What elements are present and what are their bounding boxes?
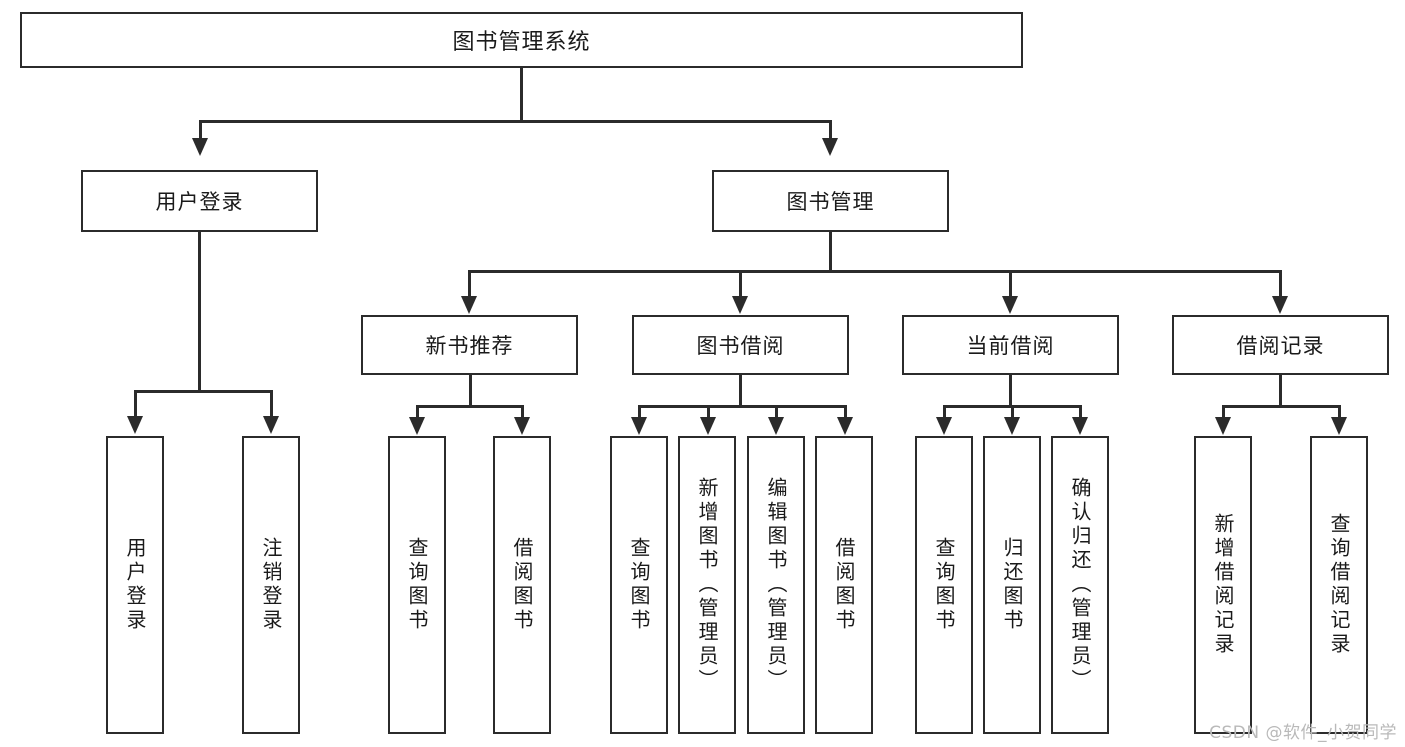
arrow-to-borrow-record [1272,296,1288,314]
connector-recommend-drop-1 [416,405,419,419]
connector-borrow-drop-3 [775,405,778,419]
node-label: 用户登录 [155,190,244,214]
arrow-to-current-borrow [1002,296,1018,314]
leaf-record-add-borrow-record[interactable]: 新增借阅记录 [1194,436,1252,734]
node-label: 查询图书 [627,537,651,633]
connector-bookmanage-drop-1 [468,270,471,296]
leaf-recommend-query-book[interactable]: 查询图书 [388,436,446,734]
arrow-to-leaf-user-login [127,416,143,434]
connector-bookmanage-drop-3 [1009,270,1012,296]
leaf-borrow-query-book[interactable]: 查询图书 [610,436,668,734]
node-label: 注销登录 [259,537,283,633]
arrow-to-leaf-logout [263,416,279,434]
node-user-login[interactable]: 用户登录 [81,170,318,232]
arrow-to-leaf-current-return [1004,417,1020,435]
node-label: 确认归还（管理员） [1068,477,1092,693]
leaf-borrow-edit-book-admin[interactable]: 编辑图书（管理员） [747,436,805,734]
connector-bookmanage-drop-2 [739,270,742,296]
connector-borrow-drop-2 [707,405,710,419]
node-book-borrow[interactable]: 图书借阅 [632,315,849,375]
connector-current-drop-2 [1011,405,1014,419]
node-label: 借阅图书 [510,537,534,633]
connector-borrow-stem [739,375,742,407]
arrow-to-leaf-recommend-borrow [514,417,530,435]
arrow-to-leaf-borrow-query [631,417,647,435]
leaf-borrow-borrow-book[interactable]: 借阅图书 [815,436,873,734]
connector-userlogin-bus [134,390,271,393]
connector-bookmanage-stem [829,232,832,272]
node-label: 图书管理系统 [452,30,591,55]
connector-record-bus [1222,405,1340,408]
csdn-watermark: CSDN @软件_小贺同学 [1209,723,1397,743]
leaf-record-query-borrow-record[interactable]: 查询借阅记录 [1310,436,1368,734]
node-label: 查询图书 [932,537,956,633]
connector-bookmanage-drop-4 [1279,270,1282,296]
arrow-to-book-manage [822,138,838,156]
arrow-to-user-login [192,138,208,156]
node-label: 查询图书 [405,537,429,633]
node-label: 查询借阅记录 [1327,513,1351,657]
node-new-book-recommend[interactable]: 新书推荐 [361,315,578,375]
connector-record-drop-1 [1222,405,1225,419]
arrow-to-leaf-recommend-query [409,417,425,435]
connector-record-stem [1279,375,1282,407]
node-label: 图书借阅 [696,334,785,358]
connector-borrow-drop-4 [844,405,847,419]
connector-record-drop-2 [1338,405,1341,419]
leaf-logout[interactable]: 注销登录 [242,436,300,734]
connector-bookmanage-bus [468,270,1282,273]
arrow-to-leaf-current-confirm [1072,417,1088,435]
node-label: 借阅记录 [1236,334,1325,358]
node-label: 当前借阅 [966,334,1055,358]
leaf-recommend-borrow-book[interactable]: 借阅图书 [493,436,551,734]
node-label: 新增借阅记录 [1211,513,1235,657]
connector-root-bus [199,120,832,123]
node-label: 新增图书（管理员） [695,477,719,693]
arrow-to-book-borrow [732,296,748,314]
arrow-to-leaf-borrow-edit [768,417,784,435]
connector-root-drop-right [829,120,832,140]
leaf-current-query-book[interactable]: 查询图书 [915,436,973,734]
node-current-borrow[interactable]: 当前借阅 [902,315,1119,375]
node-label: 借阅图书 [832,537,856,633]
leaf-current-confirm-return-admin[interactable]: 确认归还（管理员） [1051,436,1109,734]
connector-root-drop-left [199,120,202,140]
arrow-to-leaf-current-query [936,417,952,435]
connector-current-drop-3 [1079,405,1082,419]
node-label: 图书管理 [786,190,875,214]
connector-borrow-bus [638,405,846,408]
node-label: 编辑图书（管理员） [764,477,788,693]
arrow-to-new-book-recommend [461,296,477,314]
arrow-to-leaf-record-query [1331,417,1347,435]
leaf-user-login[interactable]: 用户登录 [106,436,164,734]
node-book-manage[interactable]: 图书管理 [712,170,949,232]
node-borrow-record[interactable]: 借阅记录 [1172,315,1389,375]
node-label: 用户登录 [123,537,147,633]
connector-userlogin-drop-1 [134,390,137,418]
node-label: 新书推荐 [425,334,514,358]
leaf-borrow-add-book-admin[interactable]: 新增图书（管理员） [678,436,736,734]
node-root-system[interactable]: 图书管理系统 [20,12,1023,68]
connector-userlogin-drop-2 [270,390,273,418]
connector-userlogin-stem [198,232,201,392]
connector-root-stem [520,68,523,122]
connector-current-drop-1 [943,405,946,419]
connector-recommend-bus [416,405,523,408]
connector-recommend-drop-2 [521,405,524,419]
node-label: 归还图书 [1000,537,1024,633]
arrow-to-leaf-record-add [1215,417,1231,435]
connector-recommend-stem [469,375,472,407]
connector-borrow-drop-1 [638,405,641,419]
leaf-current-return-book[interactable]: 归还图书 [983,436,1041,734]
arrow-to-leaf-borrow-borrow [837,417,853,435]
connector-current-stem [1009,375,1012,407]
arrow-to-leaf-borrow-add [700,417,716,435]
